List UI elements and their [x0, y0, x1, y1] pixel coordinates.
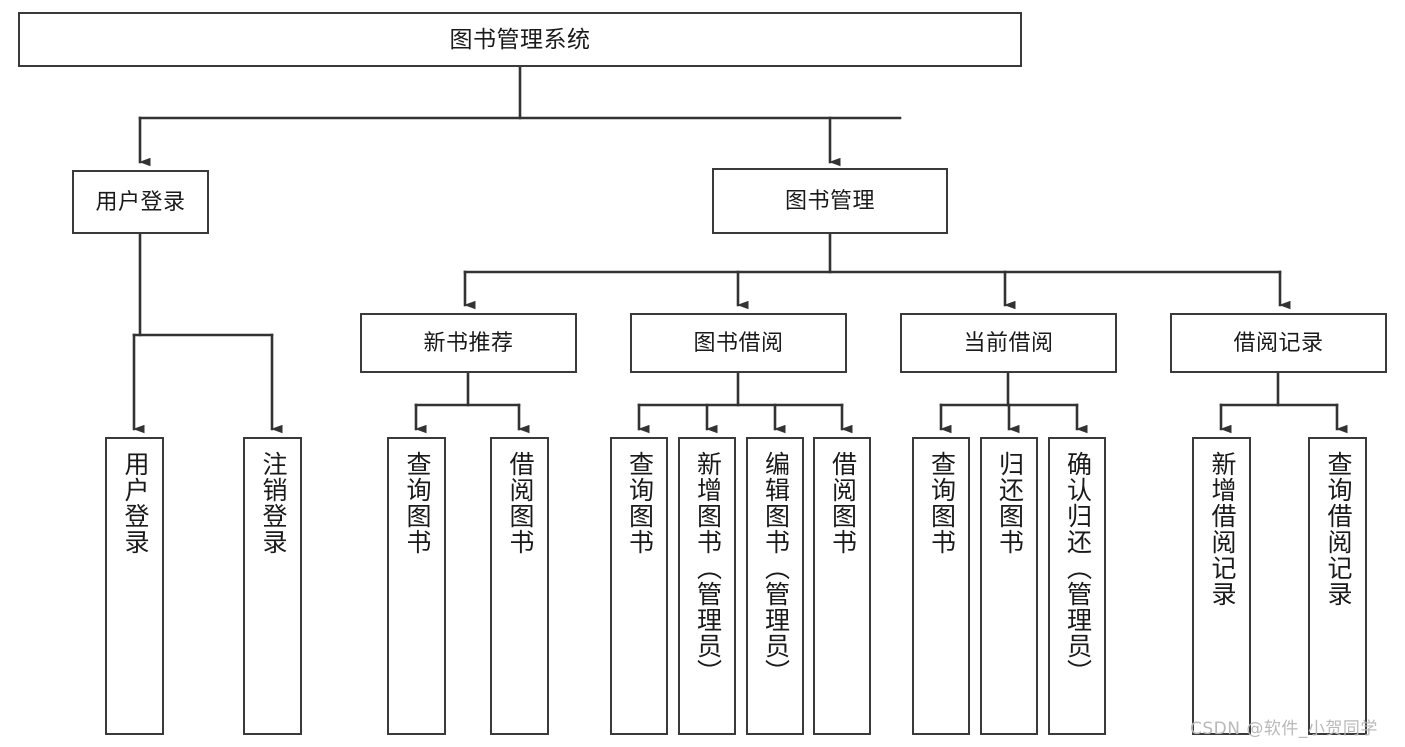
node-leaf-confirm-return-admin[interactable]: 确认归还（管理员） [1048, 437, 1106, 735]
node-leaf-borrow-book-recommend[interactable]: 借阅图书 [490, 437, 549, 735]
node-label: 新增图书（管理员） [693, 451, 722, 685]
node-book-borrow[interactable]: 图书借阅 [630, 313, 847, 373]
node-label: 新书推荐 [423, 329, 514, 355]
node-leaf-return-book[interactable]: 归还图书 [980, 437, 1038, 735]
node-leaf-user-logout[interactable]: 注销登录 [243, 437, 302, 735]
node-leaf-query-book-current[interactable]: 查询图书 [912, 437, 970, 735]
node-label: 当前借阅 [963, 329, 1054, 355]
node-label: 借阅图书 [828, 451, 857, 555]
node-book-manage[interactable]: 图书管理 [712, 168, 948, 234]
node-label: 查询借阅记录 [1324, 451, 1352, 607]
node-label: 图书借阅 [693, 329, 784, 355]
node-label: 查询图书 [625, 451, 654, 555]
node-leaf-query-book-recommend[interactable]: 查询图书 [387, 437, 446, 735]
node-label: 借阅记录 [1233, 329, 1324, 355]
node-leaf-add-book-admin[interactable]: 新增图书（管理员） [678, 437, 736, 735]
node-label: 图书管理 [784, 187, 875, 213]
node-leaf-query-book-borrow[interactable]: 查询图书 [610, 437, 668, 735]
node-new-book-recommendation[interactable]: 新书推荐 [360, 313, 577, 373]
node-label: 新增借阅记录 [1208, 451, 1236, 607]
node-label: 查询图书 [927, 451, 956, 555]
node-label: 确认归还（管理员） [1063, 451, 1092, 685]
node-label: 借阅图书 [506, 451, 534, 555]
node-leaf-edit-book-admin[interactable]: 编辑图书（管理员） [746, 437, 804, 735]
watermark-text: CSDN @软件_小贺同学 [1190, 719, 1378, 739]
node-user-login[interactable]: 用户登录 [72, 170, 209, 234]
node-leaf-query-borrow-record[interactable]: 查询借阅记录 [1308, 437, 1367, 735]
node-label: 图书管理系统 [449, 25, 591, 52]
node-label: 归还图书 [995, 451, 1024, 555]
node-label: 查询图书 [403, 451, 431, 555]
node-leaf-user-login[interactable]: 用户登录 [105, 437, 164, 735]
node-borrow-record[interactable]: 借阅记录 [1170, 313, 1387, 373]
node-label: 注销登录 [259, 451, 287, 555]
node-leaf-borrow-book-borrow[interactable]: 借阅图书 [813, 437, 871, 735]
node-root-system[interactable]: 图书管理系统 [18, 12, 1022, 67]
node-label: 编辑图书（管理员） [761, 451, 790, 685]
node-current-borrow[interactable]: 当前借阅 [900, 313, 1117, 373]
node-label: 用户登录 [121, 451, 149, 555]
node-leaf-add-borrow-record[interactable]: 新增借阅记录 [1192, 437, 1251, 735]
node-label: 用户登录 [95, 188, 186, 214]
